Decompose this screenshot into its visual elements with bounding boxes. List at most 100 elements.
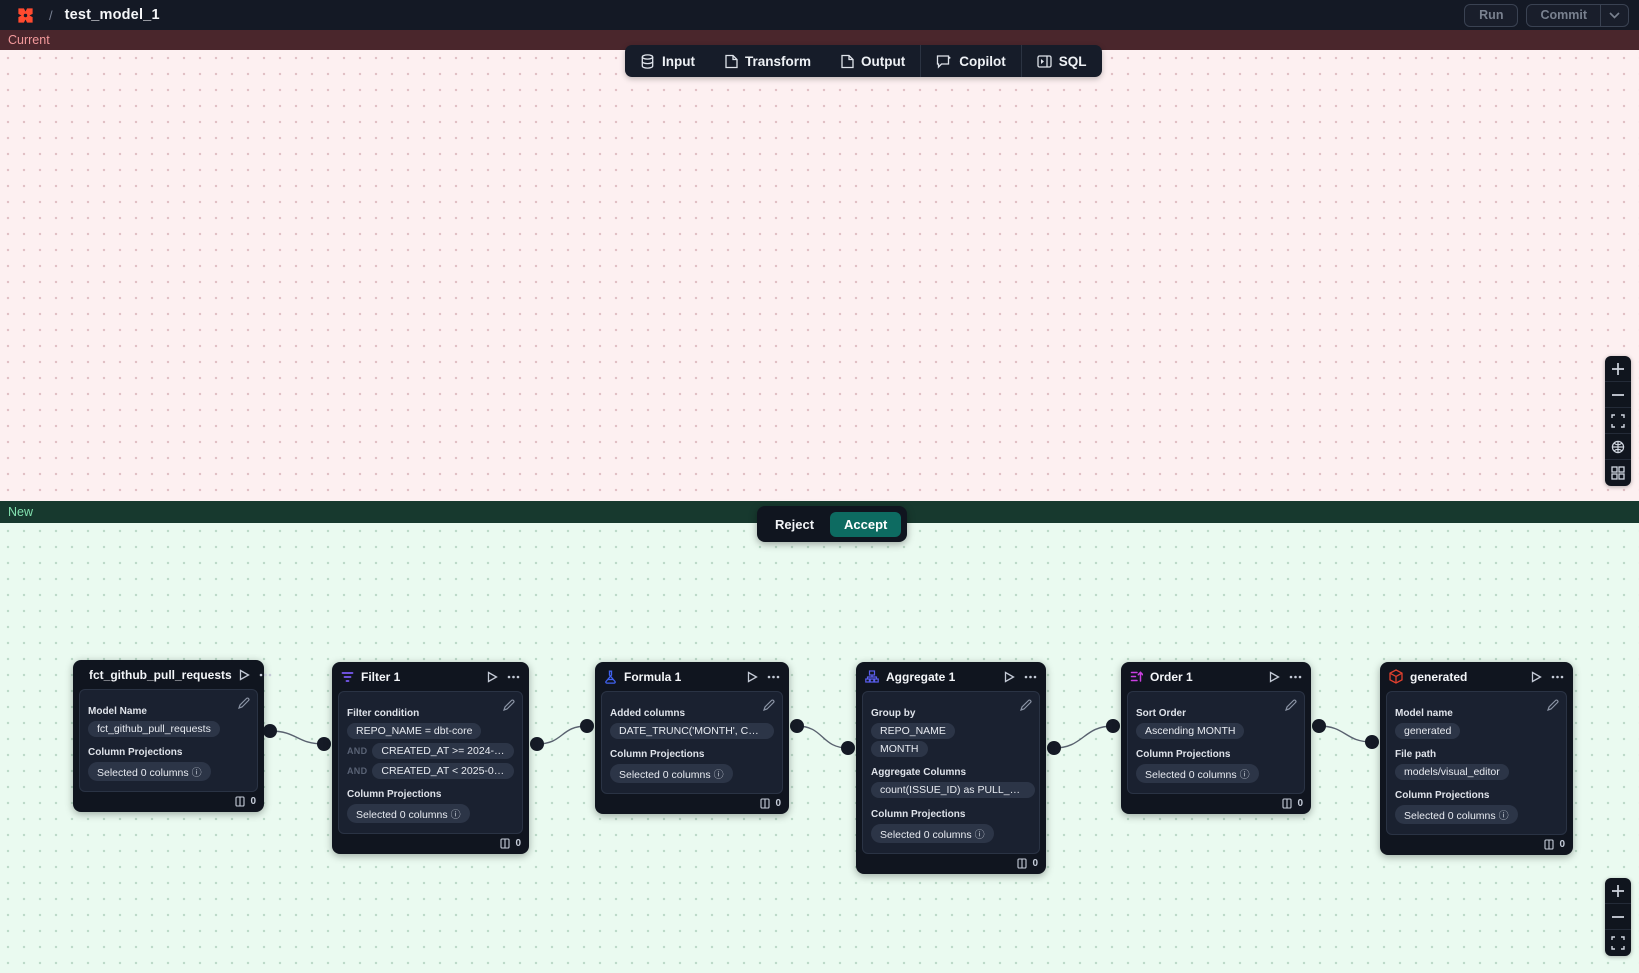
node-actions — [1531, 670, 1564, 683]
more-menu-icon[interactable] — [507, 675, 520, 679]
output-handle[interactable] — [1047, 741, 1061, 755]
node-header: fct_github_pull_requests — [73, 660, 271, 689]
node-filter-1[interactable]: Filter 1 Filter condition REPO_NAME = db… — [332, 662, 529, 855]
edit-icon[interactable] — [1547, 699, 1559, 711]
model-name-pill[interactable]: fct_github_pull_requests — [88, 721, 220, 737]
input-handle[interactable] — [841, 741, 855, 755]
node-actions — [1269, 670, 1302, 683]
reject-button[interactable]: Reject — [763, 512, 826, 537]
zoom-in-button[interactable] — [1605, 356, 1631, 382]
toolbar-output-button[interactable]: Output — [826, 45, 920, 77]
accept-button[interactable]: Accept — [830, 511, 902, 537]
fit-view-button[interactable] — [1605, 408, 1631, 434]
edge — [536, 725, 588, 745]
input-handle[interactable] — [580, 719, 594, 733]
output-handle[interactable] — [530, 737, 544, 751]
toolbar-copilot-button[interactable]: Copilot — [921, 45, 1021, 77]
node-formula-1[interactable]: Formula 1 Added columns DATE_TRUNC('MONT… — [595, 662, 789, 815]
current-canvas[interactable] — [0, 50, 1639, 501]
edit-icon[interactable] — [238, 697, 250, 709]
toolbar-input-button[interactable]: Input — [625, 45, 710, 77]
edit-icon[interactable] — [763, 699, 775, 711]
zoom-in-button[interactable] — [1605, 878, 1631, 904]
tile-view-button[interactable] — [1605, 460, 1631, 486]
node-footer: 0 — [856, 854, 1046, 874]
column-count: 0 — [775, 798, 781, 810]
input-handle[interactable] — [317, 737, 331, 751]
fit-view-button[interactable] — [1605, 930, 1631, 956]
output-handle[interactable] — [263, 724, 277, 738]
input-handle[interactable] — [1365, 735, 1379, 749]
play-icon[interactable] — [1531, 670, 1542, 683]
groupby-pill[interactable]: MONTH — [871, 741, 928, 758]
play-icon[interactable] — [239, 668, 250, 681]
sort-icon — [1130, 671, 1143, 682]
field-label: Column Projections — [610, 749, 705, 761]
plus-icon — [1612, 884, 1624, 897]
node-fct-github-pull-requests[interactable]: fct_github_pull_requests Model Name fct_… — [73, 660, 271, 813]
more-menu-icon[interactable] — [1551, 675, 1564, 679]
formula-pill[interactable]: DATE_TRUNC('MONTH', CREATED_AT… — [610, 723, 774, 739]
input-handle[interactable] — [1106, 719, 1120, 733]
output-handle[interactable] — [790, 719, 804, 733]
aggregate-column-pill[interactable]: count(ISSUE_ID) as PULL_REQUEST_… — [871, 782, 1035, 799]
plus-icon — [1612, 362, 1624, 375]
copilot-chat-icon — [936, 54, 952, 69]
zoom-out-button[interactable] — [1605, 382, 1631, 408]
edit-icon[interactable] — [1020, 699, 1032, 711]
sort-order-pill[interactable]: Ascending MONTH — [1136, 723, 1245, 739]
node-header: Order 1 — [1121, 662, 1311, 691]
toolbar-sql-button[interactable]: SQL — [1022, 45, 1102, 77]
field-label: Added columns — [610, 708, 686, 719]
commit-dropdown-button[interactable] — [1600, 4, 1628, 26]
run-button[interactable]: Run — [1464, 3, 1519, 27]
filter-condition-pill[interactable]: REPO_NAME = dbt-core — [347, 723, 482, 739]
toolbar-transform-button[interactable]: Transform — [710, 45, 826, 77]
node-footer: 0 — [332, 834, 529, 854]
canvas-controls-current — [1605, 356, 1631, 486]
dbt-logo-icon — [18, 7, 33, 23]
node-title: Order 1 — [1150, 669, 1193, 684]
more-menu-icon[interactable] — [767, 675, 780, 679]
node-generated[interactable]: generated Model name generated File path… — [1380, 662, 1573, 856]
output-handle[interactable] — [1312, 719, 1326, 733]
node-actions — [239, 668, 272, 681]
edit-icon[interactable] — [503, 699, 515, 711]
minus-icon — [1612, 393, 1624, 396]
node-title: Filter 1 — [361, 669, 401, 684]
toggle-interactivity-button[interactable] — [1605, 434, 1631, 460]
more-menu-icon[interactable] — [1024, 675, 1037, 679]
toolbar-separator — [920, 45, 922, 77]
commit-button[interactable]: Commit — [1540, 8, 1587, 22]
new-canvas[interactable]: fct_github_pull_requests Model Name fct_… — [0, 523, 1639, 973]
play-icon[interactable] — [487, 670, 498, 683]
more-menu-icon[interactable] — [259, 673, 272, 677]
new-label: New — [8, 505, 34, 519]
filter-condition-pill[interactable]: CREATED_AT < 2025-03-01 — [372, 763, 514, 780]
node-actions — [487, 670, 520, 683]
edit-icon[interactable] — [1285, 699, 1297, 711]
node-order-1[interactable]: Order 1 Sort Order Ascending MONTH Colum… — [1121, 662, 1311, 815]
canvas-controls-new — [1605, 878, 1631, 956]
groupby-pill[interactable]: REPO_NAME — [871, 723, 955, 739]
model-name-pill[interactable]: generated — [1395, 723, 1461, 739]
node-aggregate-1[interactable]: Aggregate 1 Group by REPO_NAME MONTH Agg… — [856, 662, 1046, 874]
play-icon[interactable] — [1269, 670, 1280, 683]
filter-condition-pill[interactable]: CREATED_AT >= 2024-12-01 — [372, 743, 514, 760]
zoom-out-button[interactable] — [1605, 904, 1631, 930]
play-icon[interactable] — [1004, 670, 1015, 683]
more-menu-icon[interactable] — [1289, 675, 1302, 679]
edge — [1318, 725, 1373, 743]
toolbar-copilot-label: Copilot — [959, 53, 1006, 69]
play-icon[interactable] — [747, 670, 758, 683]
columns-icon — [500, 838, 510, 849]
file-path-pill[interactable]: models/visual_editor — [1395, 764, 1509, 781]
field-label: Aggregate Columns — [871, 767, 967, 779]
flask-icon — [605, 670, 616, 684]
